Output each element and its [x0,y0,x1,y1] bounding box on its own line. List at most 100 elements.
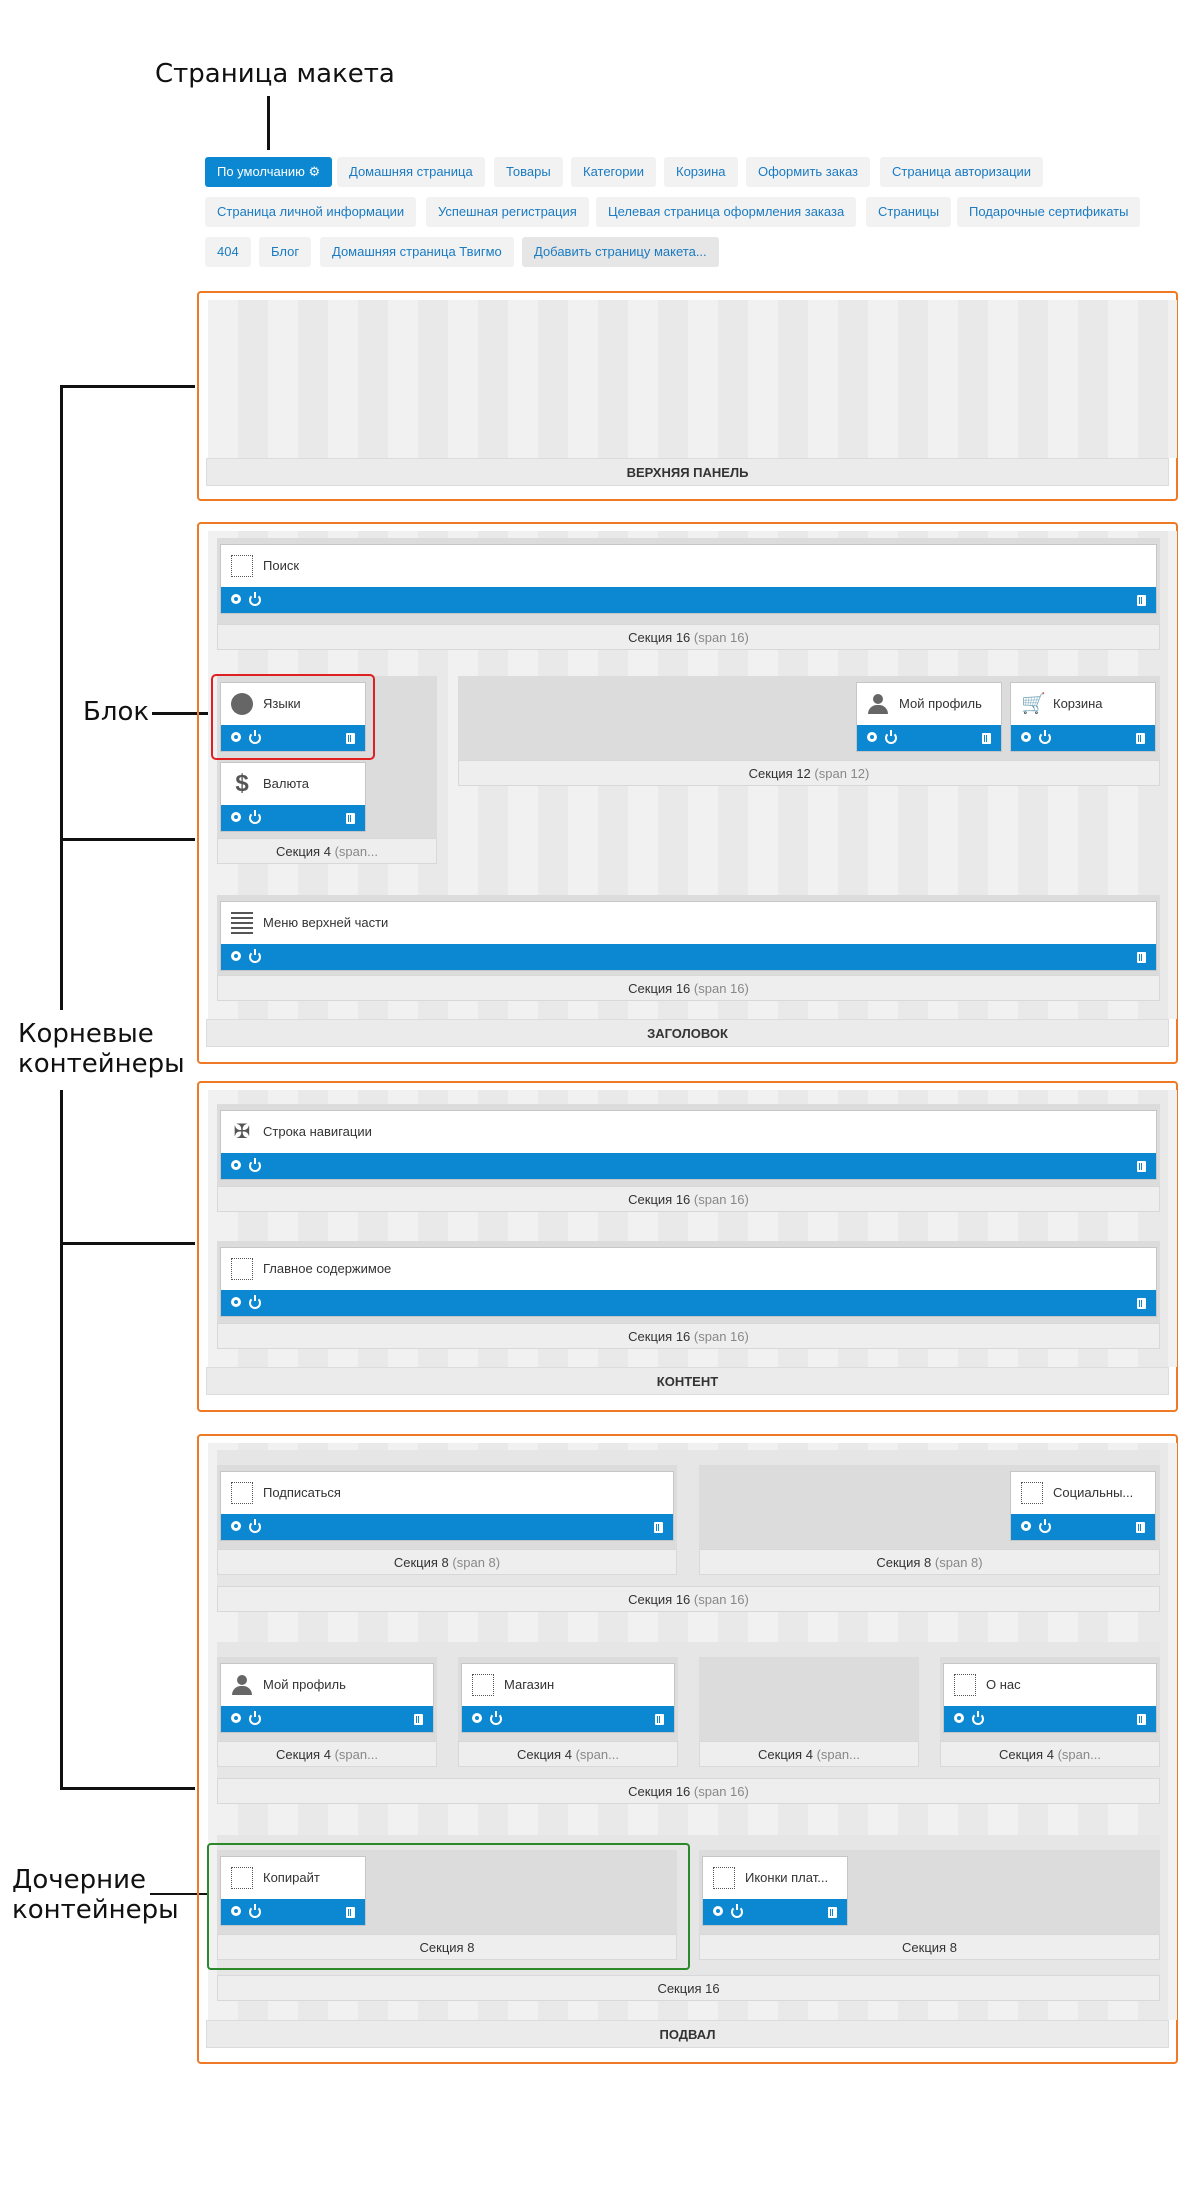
add-layout-page-button[interactable]: Добавить страницу макета... [522,237,719,267]
section-label: Секция 8 (span 8) [217,1549,677,1575]
gear-icon[interactable] [231,1297,241,1307]
trash-icon[interactable] [1137,1298,1146,1309]
trash-icon[interactable] [655,1714,664,1725]
trash-icon[interactable] [1137,1714,1146,1725]
section-label: Секция 8 [217,1934,677,1960]
block-languages[interactable]: Языки [220,682,366,752]
gear-icon[interactable] [231,812,241,822]
gear-icon[interactable] [231,594,241,604]
gear-icon[interactable] [231,732,241,742]
tab-pages[interactable]: Страницы [866,197,952,227]
block-payment-icons[interactable]: Иконки плат... [702,1856,848,1926]
annotation-child-containers-1: Дочерние [12,1865,146,1895]
power-icon[interactable] [249,1519,261,1533]
annotation-root-containers-1: Корневые [18,1019,154,1049]
block-main-content[interactable]: Главное содержимое [220,1247,1157,1317]
power-icon[interactable] [249,949,261,963]
tab-registration[interactable]: Успешная регистрация [426,197,589,227]
tab-cart[interactable]: Корзина [664,157,738,187]
power-icon[interactable] [249,1295,261,1309]
block-search[interactable]: Поиск [220,544,1157,614]
root-container-footer [197,1434,1178,2064]
bracket-line [60,385,63,1010]
trash-icon[interactable] [1137,595,1146,606]
block-copyright[interactable]: Копирайт [220,1856,366,1926]
block-title: Копирайт [263,1870,320,1885]
tab-checkout[interactable]: Оформить заказ [746,157,871,187]
gear-icon[interactable] [867,732,877,742]
root-label-header: ЗАГОЛОВОК [206,1019,1169,1047]
tab-404[interactable]: 404 [205,237,251,267]
tab-home[interactable]: Домашняя страница [337,157,485,187]
trash-icon[interactable] [654,1522,663,1533]
power-icon[interactable] [249,592,261,606]
tab-blog[interactable]: Блог [259,237,312,267]
power-icon[interactable] [249,1158,261,1172]
gear-icon[interactable] [231,1521,241,1531]
trash-icon[interactable] [1137,1161,1146,1172]
placeholder-icon [231,1482,253,1504]
power-icon[interactable] [1039,730,1051,744]
trash-icon[interactable] [346,1907,355,1918]
power-icon[interactable] [972,1711,984,1725]
power-icon[interactable] [731,1904,743,1918]
tab-categories[interactable]: Категории [571,157,656,187]
power-icon[interactable] [249,810,261,824]
gear-icon[interactable] [1021,1521,1031,1531]
gear-icon[interactable] [231,1906,241,1916]
tab-checkout-landing[interactable]: Целевая страница оформления заказа [596,197,857,227]
block-title: Валюта [263,776,309,791]
gear-icon: ⚙ [308,164,321,179]
block-my-profile[interactable]: Мой профиль [856,682,1002,752]
placeholder-icon [231,555,253,577]
bracket-tick [60,838,195,841]
power-icon[interactable] [1039,1519,1051,1533]
section-label: Секция 4 (span... [458,1741,678,1767]
gear-icon[interactable] [231,951,241,961]
block-title: Главное содержимое [263,1261,392,1276]
tab-profile[interactable]: Страница личной информации [205,197,417,227]
globe-icon [231,693,253,715]
block-social[interactable]: Социальны... [1010,1471,1156,1541]
placeholder-icon [231,1258,253,1280]
trash-icon[interactable] [346,813,355,824]
tab-products[interactable]: Товары [494,157,563,187]
gear-icon[interactable] [713,1906,723,1916]
block-breadcrumbs[interactable]: ✠Строка навигации [220,1110,1157,1180]
trash-icon[interactable] [1137,952,1146,963]
trash-icon[interactable] [414,1714,423,1725]
tab-gift-certificates[interactable]: Подарочные сертификаты [957,197,1141,227]
trash-icon[interactable] [1136,1522,1145,1533]
block-cart[interactable]: 🛒Корзина [1010,682,1156,752]
placeholder-icon [713,1867,735,1889]
power-icon[interactable] [249,730,261,744]
gear-icon[interactable] [231,1713,241,1723]
tab-twigmo[interactable]: Домашняя страница Твигмо [320,237,514,267]
block-footer-profile[interactable]: Мой профиль [220,1663,434,1733]
block-about[interactable]: О нас [943,1663,1157,1733]
list-icon [231,912,253,934]
block-top-menu[interactable]: Меню верхней части [220,901,1157,971]
power-icon[interactable] [490,1711,502,1725]
trash-icon[interactable] [982,733,991,744]
trash-icon[interactable] [346,733,355,744]
section-label: Секция 4 (span... [217,838,437,864]
block-subscribe[interactable]: Подписаться [220,1471,674,1541]
block-currency[interactable]: $Валюта [220,762,366,832]
power-icon[interactable] [249,1904,261,1918]
gear-icon[interactable] [954,1713,964,1723]
gear-icon[interactable] [472,1713,482,1723]
trash-icon[interactable] [1136,733,1145,744]
gear-icon[interactable] [231,1160,241,1170]
tab-auth[interactable]: Страница авторизации [880,157,1044,187]
block-title: Поиск [263,558,300,573]
block-title: Языки [263,696,301,711]
section-label: Секция 4 (span... [940,1741,1160,1767]
block-shop[interactable]: Магазин [461,1663,675,1733]
signpost-icon: ✠ [233,1121,251,1143]
trash-icon[interactable] [828,1907,837,1918]
gear-icon[interactable] [1021,732,1031,742]
power-icon[interactable] [249,1711,261,1725]
tab-default[interactable]: По умолчанию ⚙ [205,157,333,187]
power-icon[interactable] [885,730,897,744]
